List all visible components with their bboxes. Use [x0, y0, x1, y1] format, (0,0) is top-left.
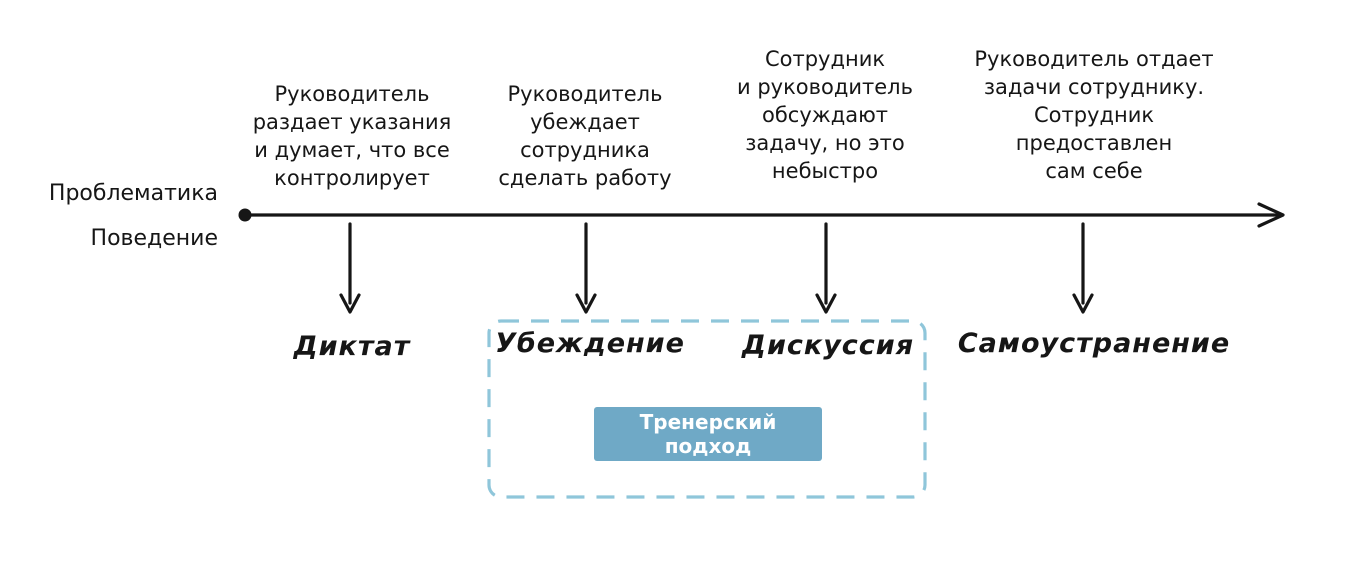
- behavior-label-discussion: Дискуссия: [741, 330, 915, 361]
- down-arrow-withdrawal: [1072, 222, 1094, 314]
- behavior-label-withdrawal: Самоустранение: [957, 328, 1231, 359]
- down-arrow-discussion: [815, 222, 837, 314]
- axis-label-problematика: Проблематика: [48, 181, 218, 206]
- axis-start-dot: [238, 208, 252, 222]
- axis-arrowhead-icon: [1257, 202, 1285, 228]
- axis-label-behavior: Поведение: [90, 226, 218, 251]
- down-arrow-persuasion: [575, 222, 597, 314]
- behavior-label-persuasion: Убеждение: [495, 328, 685, 359]
- behavior-label-dictate: Диктат: [293, 331, 411, 362]
- problem-text-discussion: Сотрудник и руководитель обсуждают задач…: [737, 47, 913, 183]
- problem-text-persuasion: Руководитель убеждает сотрудника сделать…: [498, 82, 672, 190]
- axis-labels: Проблематика Поведение: [16, 181, 218, 252]
- down-arrow-dictate: [339, 222, 361, 314]
- problem-text-dictate: Руководитель раздает указания и думает, …: [252, 82, 452, 190]
- problem-text-withdrawal: Руководитель отдает задачи сотруднику. С…: [974, 47, 1214, 183]
- coaching-approach-chip: Тренерский подход: [594, 407, 822, 461]
